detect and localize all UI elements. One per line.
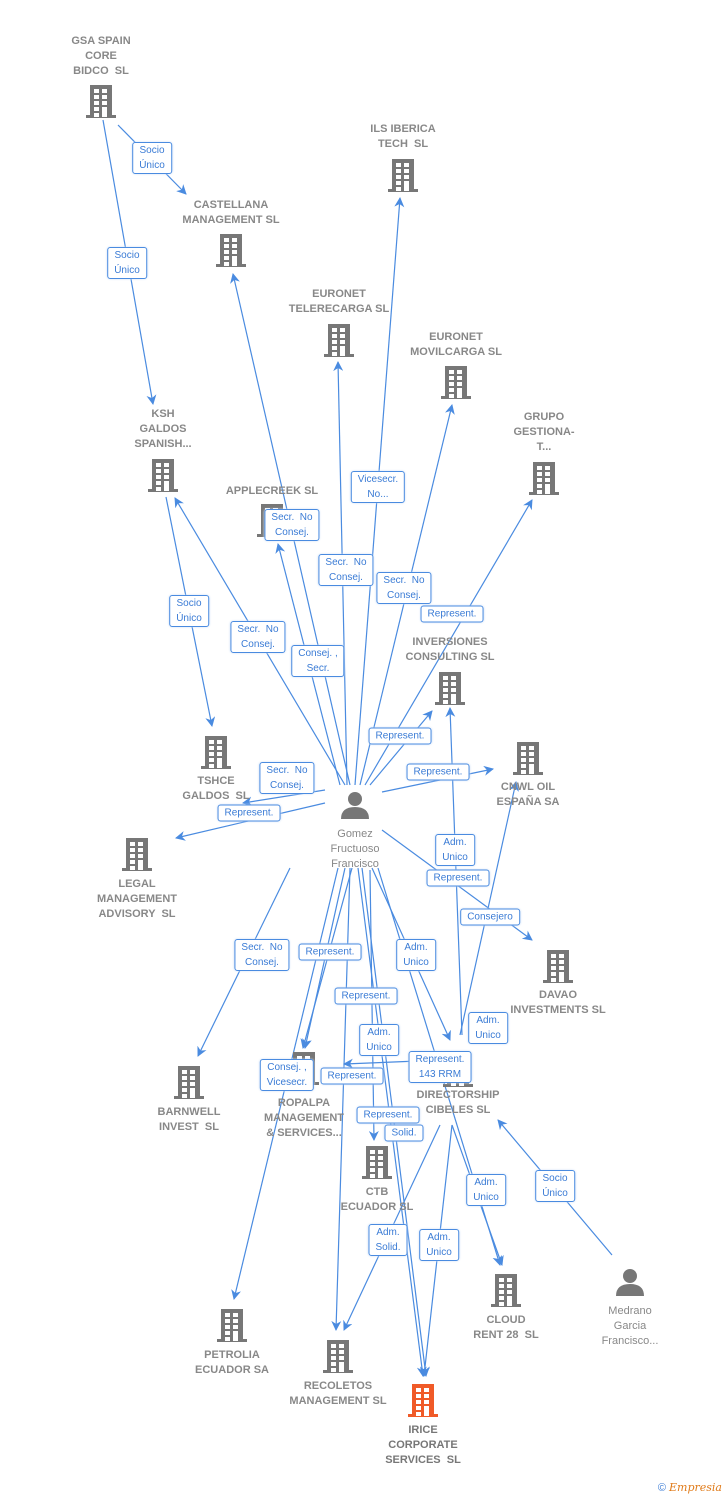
edge-label[interactable]: Socio Único [535, 1170, 575, 1202]
node-label-barnwell[interactable]: BARNWELL INVEST SL [157, 1106, 221, 1133]
edge-label[interactable]: Adm. Unico [396, 939, 436, 971]
relation-edge [368, 869, 379, 1141]
edge-label[interactable]: Represent. [217, 804, 281, 822]
node-label-davao[interactable]: DAVAO INVESTMENTS SL [510, 989, 606, 1016]
euromovil-building-icon[interactable] [441, 366, 471, 399]
edge-label[interactable]: Socio Único [169, 595, 209, 627]
inversiones-building-icon[interactable] [435, 672, 465, 705]
edge-label[interactable]: Solid. [384, 1124, 424, 1142]
edge-label[interactable]: Secr. No Consej. [376, 572, 432, 604]
edge-label[interactable]: Represent. [356, 1106, 420, 1124]
node-label-applecreek[interactable]: APPLECREEK SL [225, 485, 319, 497]
edge-label[interactable]: Adm. Unico [468, 1012, 508, 1044]
node-label-ctb[interactable]: CTB ECUADOR SL [340, 1186, 414, 1213]
node-label-grupo[interactable]: GRUPO GESTIONA- T... [513, 411, 575, 453]
edge-label[interactable]: Represent. [426, 869, 490, 887]
edge-label[interactable]: Represent. [368, 727, 432, 745]
edge-label[interactable]: Consejero [460, 908, 520, 926]
node-label-ils[interactable]: ILS IBERICA TECH SL [370, 123, 436, 150]
edge-label[interactable]: Adm. Unico [359, 1024, 399, 1056]
node-label-euromovil[interactable]: EURONET MOVILCARGA SL [410, 331, 502, 358]
edge-label[interactable]: Consej. , Vicesecr. [259, 1059, 315, 1091]
relation-edge [369, 710, 433, 786]
tshce-building-icon[interactable] [201, 736, 231, 769]
edge-label[interactable]: Adm. Unico [419, 1229, 459, 1261]
node-label-eurotele[interactable]: EURONET TELERECARGA SL [288, 288, 390, 315]
recoletos-building-icon[interactable] [323, 1340, 353, 1373]
node-label-petrolia[interactable]: PETROLIA ECUADOR SA [195, 1349, 269, 1376]
node-label-directorship[interactable]: DIRECTORSHIP CIBELES SL [416, 1089, 500, 1116]
footer: © Empresia [658, 1481, 722, 1494]
grupo-building-icon[interactable] [529, 462, 559, 495]
eurotele-building-icon[interactable] [324, 324, 354, 357]
cloud-building-icon[interactable] [491, 1274, 521, 1307]
edge-label[interactable]: Represent. [420, 605, 484, 623]
edge-label[interactable]: Represent. 143 RRM [408, 1051, 472, 1083]
edge-label[interactable]: Secr. No Consej. [259, 762, 315, 794]
medrano-person-icon[interactable] [616, 1269, 644, 1296]
ils-building-icon[interactable] [388, 159, 418, 192]
edge-label[interactable]: Adm. Unico [435, 834, 475, 866]
node-label-medrano[interactable]: Medrano Garcia Francisco... [601, 1305, 659, 1347]
edge-label[interactable]: Adm. Unico [466, 1174, 506, 1206]
node-label-ropalpa[interactable]: ROPALPA MANAGEMENT & SERVICES... [263, 1097, 345, 1139]
node-label-tshce[interactable]: TSHCE GALDOS SL [182, 775, 250, 802]
edge-label[interactable]: Represent. [298, 943, 362, 961]
edge-label[interactable]: Consej. , Secr. [291, 645, 345, 677]
node-label-ksh[interactable]: KSH GALDOS SPANISH... [134, 408, 192, 450]
petrolia-building-icon[interactable] [217, 1309, 247, 1342]
edge-label[interactable]: Secr. No Consej. [264, 509, 320, 541]
node-label-inversiones[interactable]: INVERSIONES CONSULTING SL [405, 636, 495, 663]
edge-label[interactable]: Secr. No Consej. [318, 554, 374, 586]
edge-label[interactable]: Represent. [320, 1067, 384, 1085]
brand-logo[interactable]: Empresia [669, 1481, 722, 1494]
davao-building-icon[interactable] [543, 950, 573, 983]
edge-label[interactable]: Represent. [406, 763, 470, 781]
barnwell-building-icon[interactable] [174, 1066, 204, 1099]
node-label-castellana[interactable]: CASTELLANA MANAGEMENT SL [182, 199, 280, 226]
copyright-symbol: © [657, 1482, 666, 1494]
edge-label[interactable]: Socio Único [132, 142, 172, 174]
edge-label[interactable]: Represent. [334, 987, 398, 1005]
edge-label[interactable]: Secr. No Consej. [230, 621, 286, 653]
node-label-cloud[interactable]: CLOUD RENT 28 SL [473, 1314, 539, 1341]
gomez-person-icon[interactable] [341, 792, 369, 819]
ksh-building-icon[interactable] [148, 459, 178, 492]
node-label-gsa[interactable]: GSA SPAIN CORE BIDCO SL [71, 35, 131, 77]
gsa-building-icon[interactable] [86, 85, 116, 118]
irice-building-icon[interactable] [408, 1384, 438, 1417]
ctb-building-icon[interactable] [362, 1146, 392, 1179]
node-label-irice[interactable]: IRICE CORPORATE SERVICES SL [385, 1424, 461, 1466]
relation-edge [381, 765, 494, 793]
edge-label[interactable]: Socio Único [107, 247, 147, 279]
legal-building-icon[interactable] [122, 838, 152, 871]
node-label-recoletos[interactable]: RECOLETOS MANAGEMENT SL [289, 1380, 387, 1407]
edge-label[interactable]: Vicesecr. No... [350, 471, 406, 503]
castellana-building-icon[interactable] [216, 234, 246, 267]
cnwl-building-icon[interactable] [513, 742, 543, 775]
node-label-legal[interactable]: LEGAL MANAGEMENT ADVISORY SL [96, 878, 178, 920]
node-label-gomez[interactable]: Gomez Fructuoso Francisco [330, 828, 380, 870]
edge-label[interactable]: Adm. Solid. [368, 1224, 408, 1256]
edge-label[interactable]: Secr. No Consej. [234, 939, 290, 971]
node-label-cnwl[interactable]: CNWL OIL ESPAÑA SA [496, 781, 560, 808]
